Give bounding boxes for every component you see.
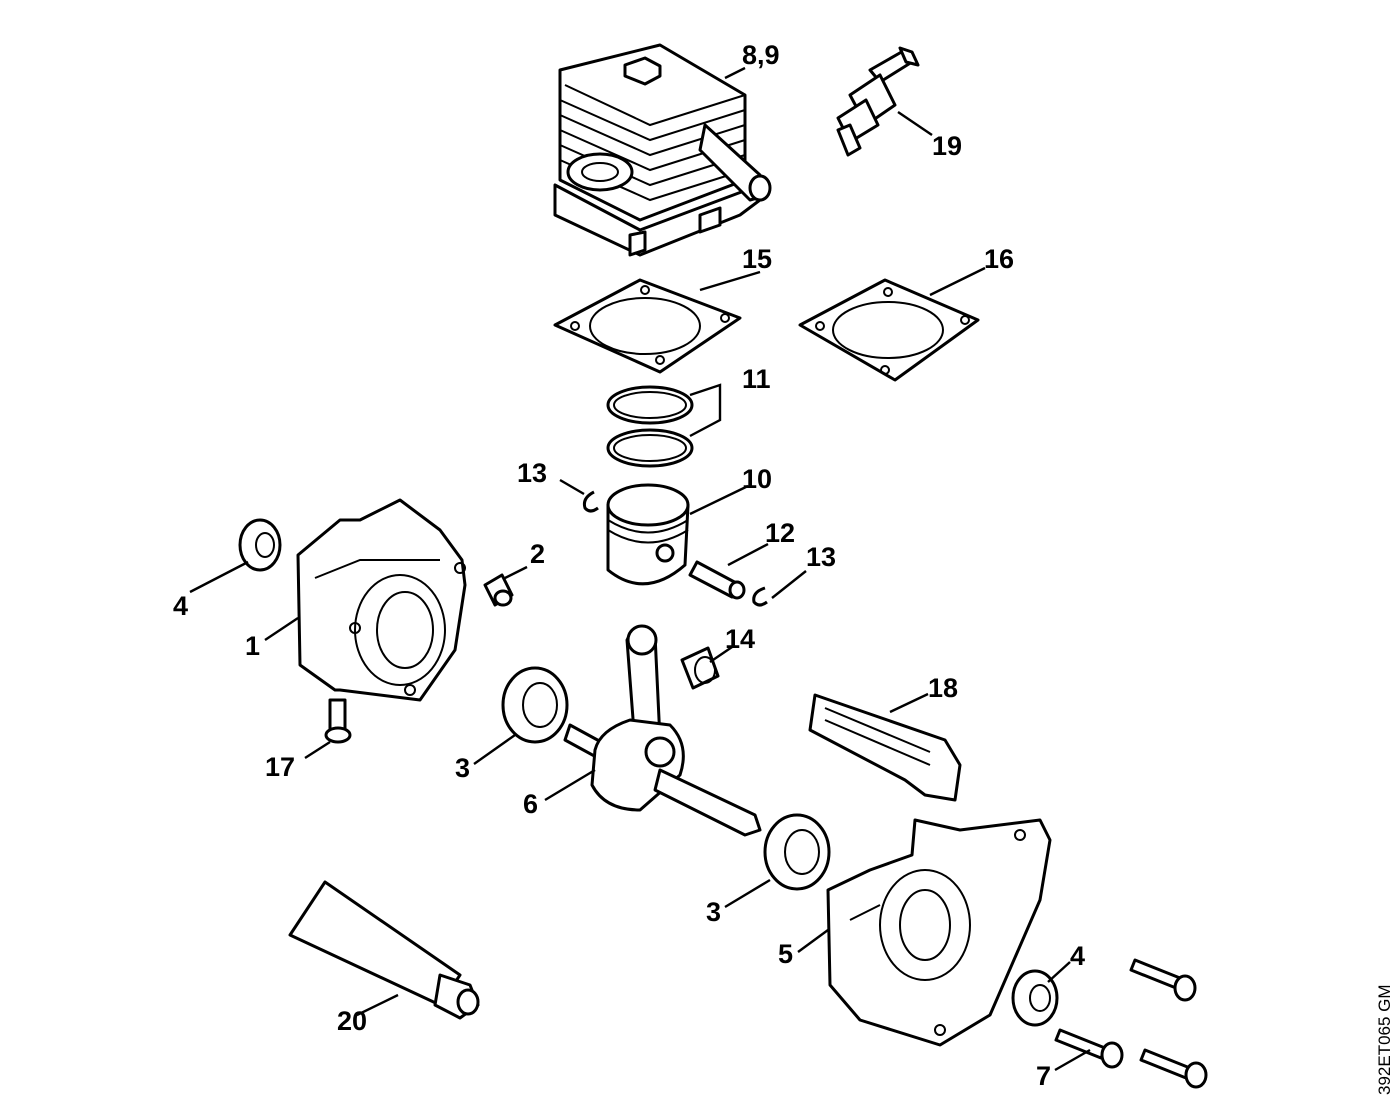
callout-19: 19 xyxy=(932,131,962,161)
screw-7a-part xyxy=(1129,958,1197,1002)
circlip-13a-part xyxy=(582,490,599,513)
callout-18: 18 xyxy=(928,673,958,703)
callout-4b: 4 xyxy=(1070,941,1085,971)
callout-2: 2 xyxy=(530,539,545,569)
drawing-code: 392ET065 GM xyxy=(1375,984,1394,1095)
cylinder-part xyxy=(553,43,772,257)
callout-3a: 3 xyxy=(455,753,470,783)
callout-13b: 13 xyxy=(806,542,836,572)
piston-pin-part xyxy=(688,560,746,600)
screw-17-part xyxy=(324,698,352,744)
screw-7b-part xyxy=(1054,1028,1124,1069)
callout-5: 5 xyxy=(778,939,793,969)
callout-4a: 4 xyxy=(173,591,188,621)
callout-3b: 3 xyxy=(706,897,721,927)
callout-1: 1 xyxy=(245,631,260,661)
callout-12: 12 xyxy=(765,518,795,548)
gasket-15-part xyxy=(553,278,742,374)
grease-tube-part xyxy=(288,880,480,1020)
ball-bearing-3a-part xyxy=(501,666,569,744)
callout-15: 15 xyxy=(742,244,772,274)
callout-17: 17 xyxy=(265,752,295,782)
callout-8-9: 8,9 xyxy=(742,40,780,70)
callout-16: 16 xyxy=(984,244,1014,274)
callout-7: 7 xyxy=(1036,1061,1051,1091)
callout-13a: 13 xyxy=(517,458,547,488)
callout-11: 11 xyxy=(742,364,771,394)
callout-10: 10 xyxy=(742,464,772,494)
callout-6: 6 xyxy=(523,789,538,819)
circlip-13b-part xyxy=(752,586,768,607)
screw-7c-part xyxy=(1139,1048,1208,1089)
crankshaft-part xyxy=(563,624,762,837)
gasket-16-part xyxy=(798,278,980,382)
callout-14: 14 xyxy=(725,624,755,654)
ball-bearing-3b-part xyxy=(763,813,831,891)
crankcase-5-part xyxy=(826,818,1052,1047)
oil-seal-4a-part xyxy=(238,518,282,572)
spark-plug-part xyxy=(836,46,920,157)
baffle-part xyxy=(808,693,962,802)
piston-part xyxy=(606,483,690,586)
needle-cage-part xyxy=(680,646,720,690)
oil-seal-4b-part xyxy=(1011,969,1059,1027)
crankcase-1-part xyxy=(296,498,467,702)
piston-rings-part xyxy=(606,385,694,468)
dowel-sleeve-part xyxy=(483,573,514,607)
callout-20: 20 xyxy=(337,1006,367,1036)
